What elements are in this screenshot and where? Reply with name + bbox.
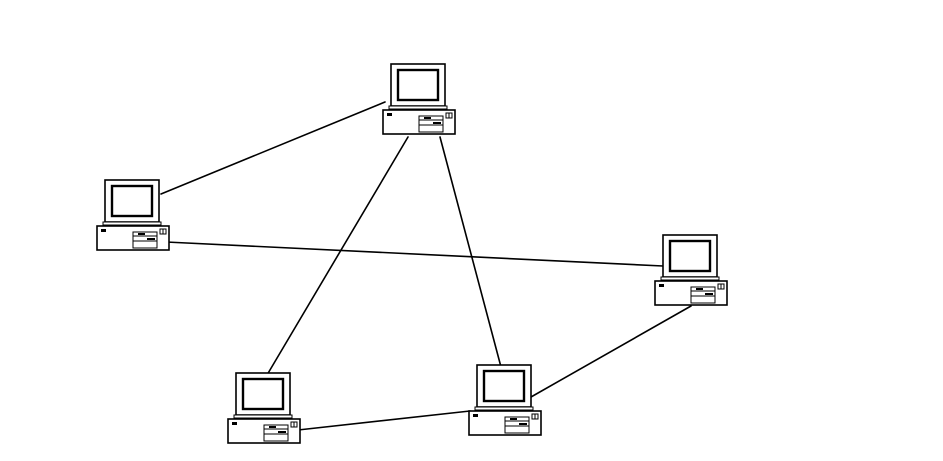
link-computer-top-to-computer-bottom-left xyxy=(266,136,409,376)
system-unit-icon xyxy=(382,109,456,135)
monitor-icon xyxy=(388,63,448,110)
system-unit-icon xyxy=(468,410,542,436)
system-unit-icon xyxy=(654,280,728,306)
link-computer-bottom-left-to-computer-bottom-right xyxy=(297,410,471,431)
computer-bottom-left xyxy=(227,372,301,444)
link-computer-top-to-computer-bottom-right xyxy=(439,136,502,368)
computer-top xyxy=(382,63,456,135)
link-computer-right-to-computer-bottom-right xyxy=(530,305,692,398)
computer-right xyxy=(654,234,728,306)
network-links xyxy=(160,101,692,431)
computer-bottom-right xyxy=(468,364,542,436)
system-unit-icon xyxy=(227,418,301,444)
monitor-icon xyxy=(660,234,720,281)
network-nodes xyxy=(96,63,728,444)
monitor-icon xyxy=(474,364,534,411)
monitor-icon xyxy=(102,179,162,226)
system-unit-icon xyxy=(96,225,170,251)
computer-left xyxy=(96,179,170,251)
monitor-icon xyxy=(233,372,293,419)
link-computer-top-to-computer-left xyxy=(160,101,386,195)
link-computer-left-to-computer-right xyxy=(165,241,664,267)
